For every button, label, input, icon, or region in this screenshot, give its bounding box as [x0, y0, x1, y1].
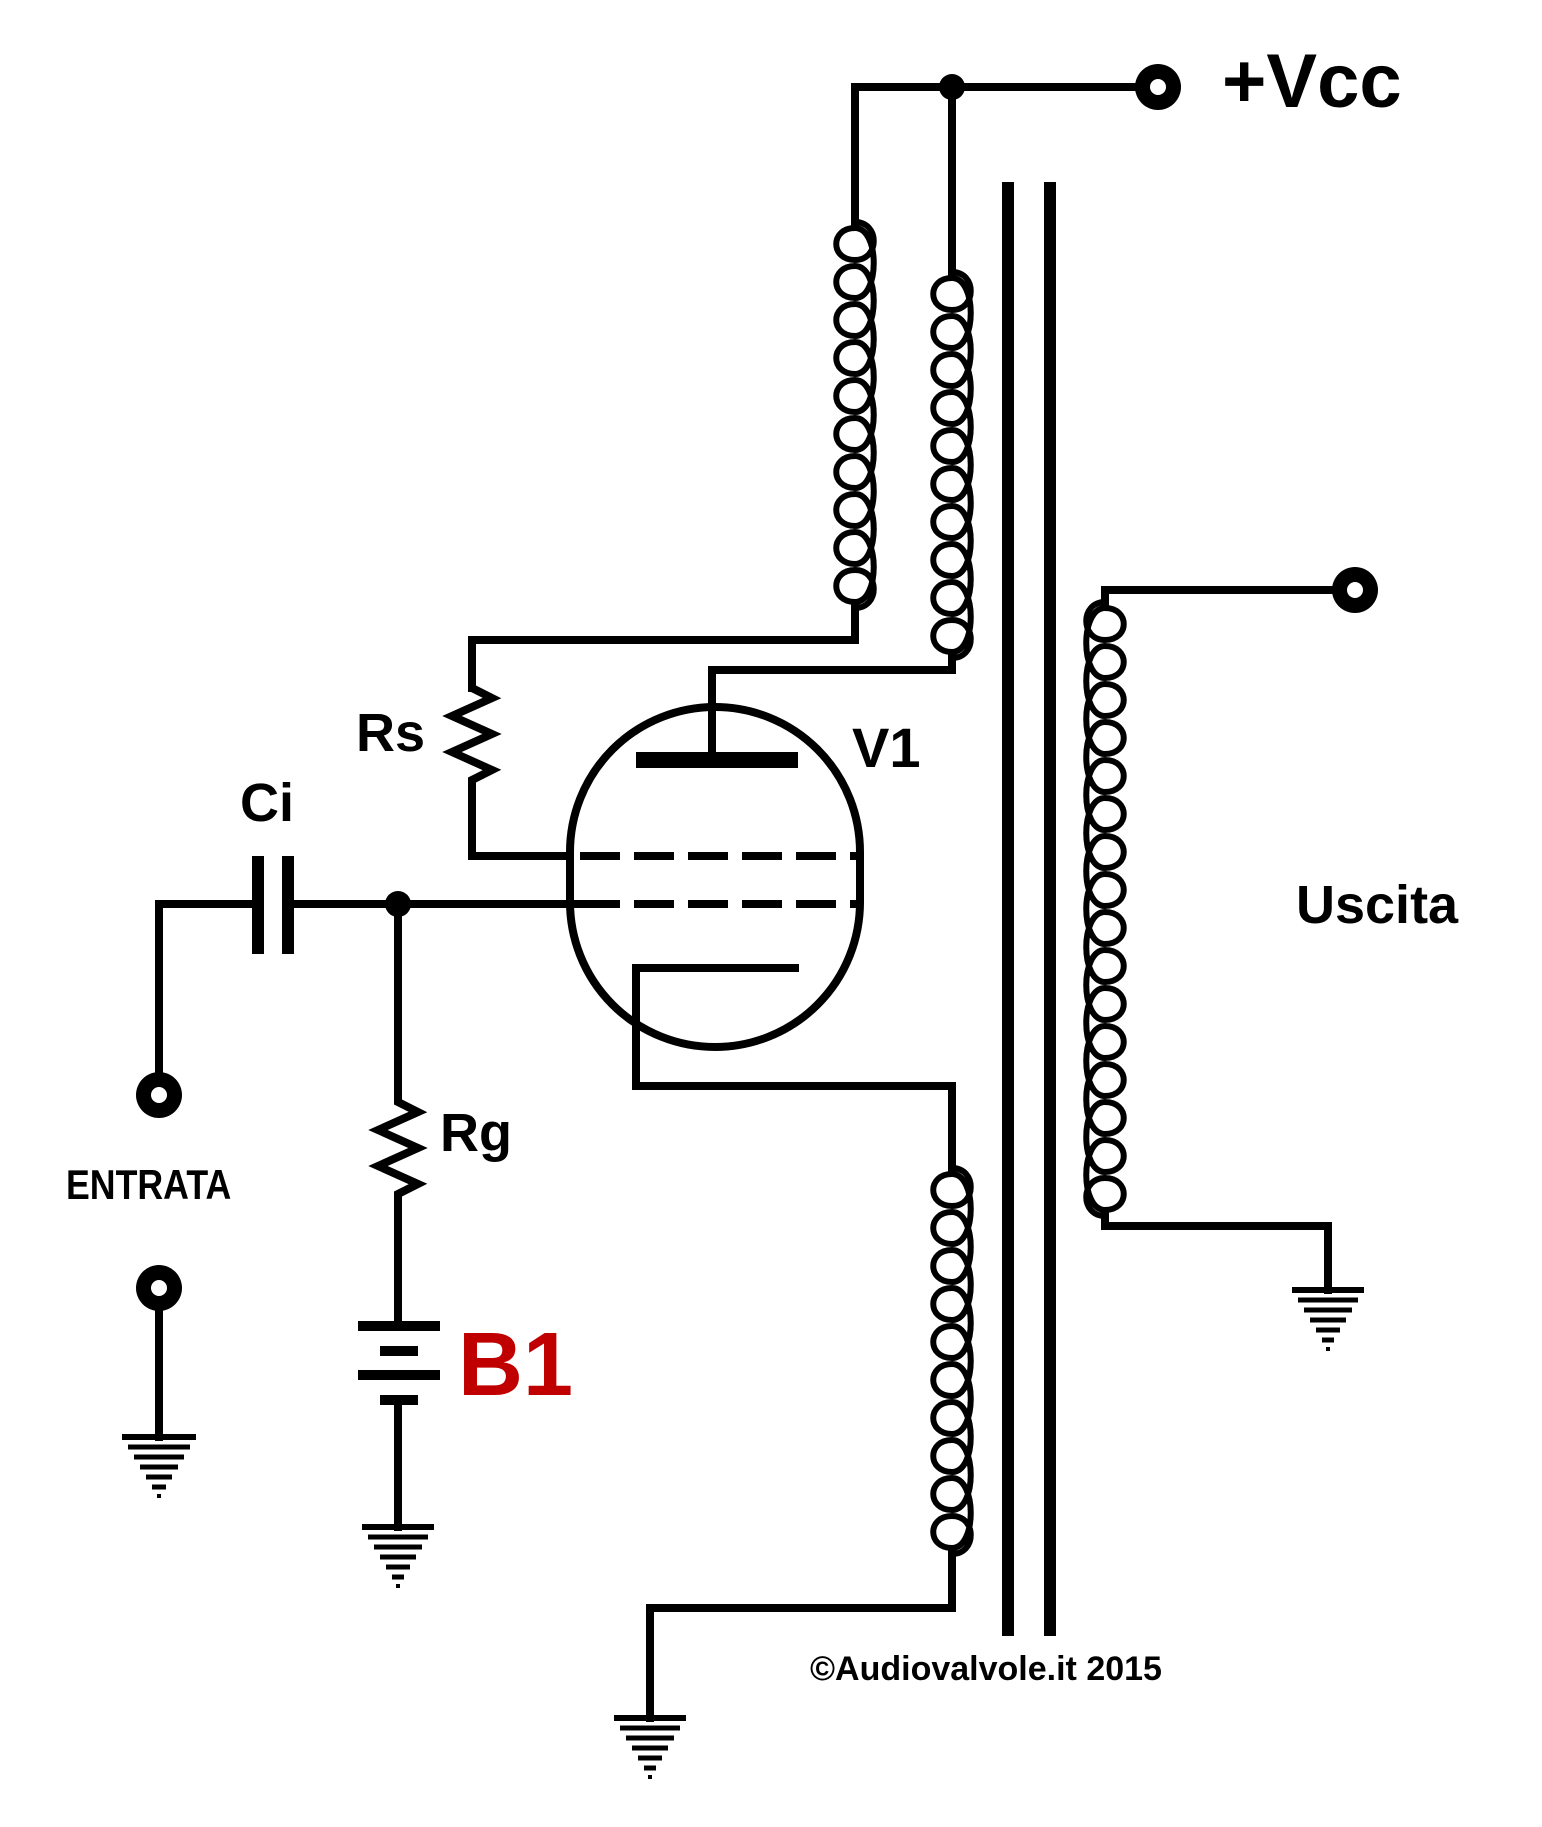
ground-symbol-input — [122, 1434, 196, 1498]
vcc-terminal — [1135, 64, 1181, 110]
primary-winding-screen — [468, 218, 877, 692]
grid-resistor-rg — [368, 900, 428, 1326]
ground-symbol-battery — [362, 1524, 434, 1588]
tube-label-v1: V1 — [852, 716, 921, 779]
coupling-capacitor-ci — [252, 856, 584, 954]
output-terminal — [1332, 567, 1378, 613]
vcc-label: +Vcc — [1222, 39, 1402, 124]
ground-symbol-output — [1292, 1287, 1364, 1351]
input-terminal-ground — [136, 1265, 182, 1441]
input-terminal-hot — [136, 1072, 182, 1118]
primary-winding-plate — [708, 269, 974, 709]
input-wire — [155, 900, 262, 1096]
input-label-entrata: ENTRATA — [66, 1161, 232, 1208]
secondary-winding — [1083, 586, 1359, 1294]
resistor-label-rs: Rs — [356, 703, 426, 763]
ground-symbol-cathode — [614, 1715, 686, 1779]
vacuum-tube-v1 — [566, 703, 864, 1051]
copyright-text: ©Audiovalvole.it 2015 — [810, 1650, 1162, 1688]
output-label-uscita: Uscita — [1296, 875, 1459, 935]
bias-battery-b1 — [358, 1321, 440, 1531]
transformer-core — [1002, 182, 1056, 1636]
screen-resistor-rs — [442, 636, 574, 860]
cathode-winding — [632, 1001, 974, 1722]
resistor-label-rg: Rg — [440, 1103, 512, 1163]
battery-label-b1: B1 — [458, 1315, 574, 1415]
vcc-supply-wire — [851, 74, 1162, 276]
capacitor-label-ci: Ci — [240, 773, 294, 833]
